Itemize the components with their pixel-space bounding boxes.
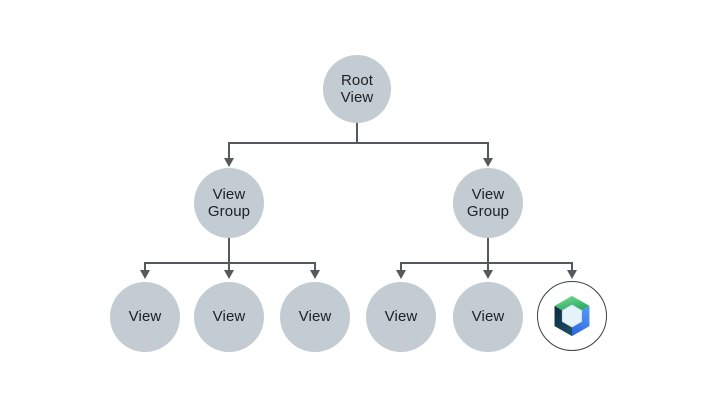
node-compose-leaf [537,281,607,351]
compose-left-face [554,305,572,337]
compose-right-face [572,305,590,337]
node-view-group-left: View Group [194,168,264,238]
node-view-left-1: View [110,282,180,352]
connector-right-group-to-views [396,238,577,279]
node-view-group-left-label: View Group [207,185,251,220]
node-view-group-right: View Group [453,168,523,238]
node-view-right-2: View [453,282,523,352]
node-view-right-1-label: View [384,308,418,326]
node-view-right-1: View [366,282,436,352]
node-view-left-2: View [194,282,264,352]
connector-root-to-groups [224,121,493,167]
compose-top-face [554,295,590,311]
compose-cube-faces [554,295,590,337]
node-view-left-1-label: View [128,308,162,326]
node-view-left-3-label: View [298,308,332,326]
compose-inner-hexagon [561,304,583,328]
node-view-left-3: View [280,282,350,352]
node-view-group-right-label: View Group [466,185,510,220]
jetpack-compose-icon [554,295,590,337]
node-root-view: Root View [323,55,391,123]
node-view-left-2-label: View [212,308,246,326]
node-view-right-2-label: View [471,308,505,326]
node-root-view-label: Root View [340,71,374,106]
connector-left-group-to-views [140,238,320,279]
